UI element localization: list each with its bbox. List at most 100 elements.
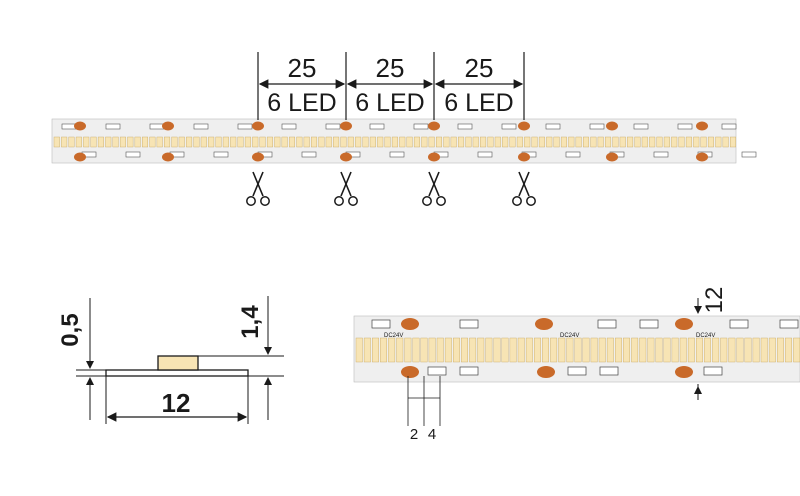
led-chip bbox=[560, 136, 567, 148]
led-chip bbox=[461, 337, 468, 363]
led-chip bbox=[384, 136, 391, 148]
led-chip bbox=[372, 337, 379, 363]
led-chip bbox=[193, 136, 200, 148]
led-chip bbox=[369, 136, 376, 148]
led-chip bbox=[399, 136, 406, 148]
smd-pad bbox=[457, 123, 473, 130]
smd-pad bbox=[281, 123, 297, 130]
led-chip bbox=[542, 337, 549, 363]
top-led-strip bbox=[51, 118, 757, 164]
led-chip bbox=[598, 337, 606, 363]
led-chip bbox=[485, 337, 493, 363]
smd-pad bbox=[703, 366, 723, 376]
resistor bbox=[162, 121, 174, 131]
led-chip bbox=[516, 136, 523, 148]
smd-pad bbox=[213, 151, 229, 158]
led-chip bbox=[53, 136, 60, 148]
resistor bbox=[162, 152, 174, 162]
resistor bbox=[696, 152, 708, 162]
led-chip bbox=[436, 337, 444, 363]
resistor bbox=[518, 152, 530, 162]
led-chip bbox=[655, 337, 663, 363]
led-chip bbox=[493, 337, 501, 363]
led-chip bbox=[443, 136, 450, 148]
smd-pad bbox=[677, 123, 693, 130]
led-chip bbox=[777, 337, 784, 363]
detail-strip-pads bbox=[371, 319, 799, 376]
led-chip bbox=[687, 337, 695, 363]
led-chip bbox=[412, 337, 420, 363]
led-chip bbox=[274, 136, 281, 148]
led-chip bbox=[590, 136, 597, 148]
led-chip bbox=[550, 337, 558, 363]
led-chip bbox=[525, 337, 533, 363]
top-strip-resistors bbox=[74, 121, 708, 162]
led-chip bbox=[553, 136, 560, 148]
led-chip bbox=[208, 136, 215, 148]
led-chip bbox=[141, 136, 148, 148]
led-chip bbox=[259, 136, 266, 148]
smd-pad bbox=[149, 123, 165, 130]
led-chip bbox=[612, 136, 619, 148]
led-chip bbox=[325, 136, 332, 148]
led-chip bbox=[752, 337, 760, 363]
led-chip bbox=[230, 136, 237, 148]
led-chip bbox=[744, 337, 752, 363]
resistor bbox=[340, 121, 352, 131]
cross-section-pcb bbox=[105, 369, 249, 377]
scissors-icon bbox=[512, 171, 536, 206]
led-chip bbox=[634, 136, 641, 148]
resistor bbox=[518, 121, 530, 131]
detail-pcb-label-3: DC24V bbox=[696, 333, 715, 339]
led-chip bbox=[421, 136, 428, 148]
led-chip bbox=[134, 136, 141, 148]
led-chip bbox=[222, 136, 229, 148]
led-chip bbox=[480, 136, 487, 148]
led-chip bbox=[465, 136, 472, 148]
pitch-b-label: 4 bbox=[428, 426, 436, 443]
led-chip bbox=[597, 136, 604, 148]
smd-pad bbox=[477, 151, 493, 158]
smd-pad bbox=[741, 151, 757, 158]
led-chip bbox=[606, 337, 614, 363]
led-chip bbox=[631, 337, 639, 363]
resistor bbox=[606, 121, 618, 131]
led-chip bbox=[215, 136, 222, 148]
segment-1-leds: 6 LED bbox=[267, 89, 336, 117]
led-chip bbox=[531, 136, 538, 148]
led-chip bbox=[712, 337, 720, 363]
resistor bbox=[675, 318, 693, 330]
resistor bbox=[696, 121, 708, 131]
segment-1-length: 25 bbox=[288, 53, 317, 83]
total-thickness-label: 1,4 bbox=[237, 305, 264, 339]
detail-led-strip: DC24V DC24V DC24V bbox=[353, 315, 800, 383]
cross-section-led bbox=[157, 355, 199, 371]
led-chip bbox=[793, 337, 800, 363]
led-chip bbox=[200, 136, 207, 148]
led-chip bbox=[61, 136, 68, 148]
led-chip bbox=[582, 337, 590, 363]
pitch-dimensions: 2 4 bbox=[407, 376, 441, 443]
led-chip bbox=[311, 136, 318, 148]
smd-pad bbox=[597, 319, 617, 329]
segment-2-leds: 6 LED bbox=[355, 89, 424, 117]
led-chip bbox=[656, 136, 663, 148]
led-chip bbox=[406, 136, 413, 148]
led-chip bbox=[546, 136, 553, 148]
smd-pad bbox=[125, 151, 141, 158]
smd-pad bbox=[369, 123, 385, 130]
led-chip bbox=[281, 136, 288, 148]
led-chip bbox=[296, 136, 303, 148]
smd-pad bbox=[729, 319, 749, 329]
smd-pad bbox=[721, 123, 737, 130]
led-chip bbox=[730, 136, 737, 148]
led-chip bbox=[363, 337, 371, 363]
led-chip bbox=[501, 337, 509, 363]
led-chip bbox=[517, 337, 525, 363]
resistor bbox=[252, 152, 264, 162]
detail-width-label: 12 bbox=[701, 287, 728, 314]
smd-pad bbox=[237, 123, 253, 130]
detail-pcb-label-1: DC24V bbox=[384, 333, 403, 339]
smd-pad bbox=[599, 366, 619, 376]
resistor bbox=[74, 152, 86, 162]
